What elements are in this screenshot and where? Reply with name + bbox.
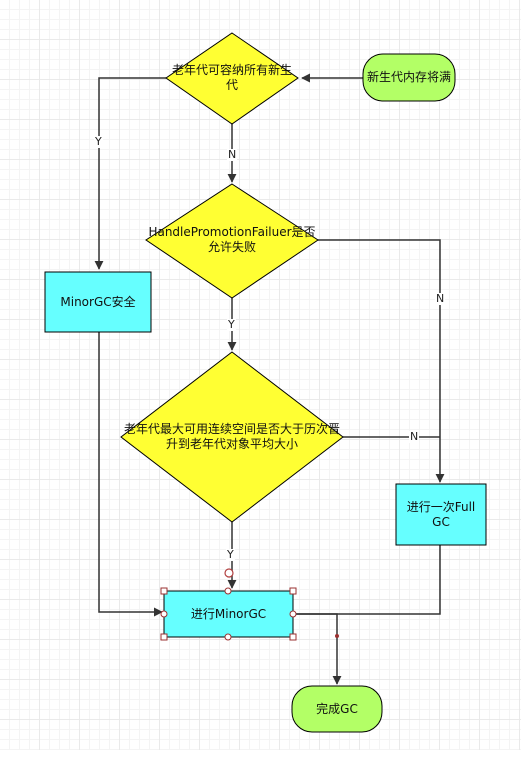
edge-minor-safe-to-do-minor <box>98 332 163 617</box>
done-label: 完成GC <box>316 701 358 716</box>
edge-label-d3-no: N <box>409 430 420 443</box>
start-terminal[interactable] <box>362 53 456 102</box>
resize-handle-top-left[interactable] <box>160 587 168 595</box>
do-minor-label: 进行MinorGC <box>190 606 267 621</box>
minor-safe-label: MinorGC安全 <box>60 294 136 309</box>
decision-node-3[interactable] <box>120 351 344 523</box>
edge-do-minor-to-done <box>294 613 342 685</box>
edge-label-d1-no: N <box>227 148 238 161</box>
connection-point-top[interactable] <box>224 587 232 595</box>
resize-handle-top-right[interactable] <box>289 587 297 595</box>
page-edge <box>0 750 521 757</box>
full-gc-box[interactable] <box>395 483 487 546</box>
decision2-label: HandlePromotionFailuer是否允许失败 <box>148 225 316 254</box>
minor-gc-safe-box[interactable] <box>44 271 152 333</box>
edge-decision1-yes <box>94 77 166 270</box>
selection-handles[interactable] <box>160 568 339 641</box>
decision-node-1[interactable] <box>165 32 299 125</box>
decision3-label: 老年代最大可用连续空间是否大于历次晋升到老年代对象平均大小 <box>123 422 340 451</box>
connection-point-right[interactable] <box>289 610 297 618</box>
decision1-label: 老年代可容纳所有新生代 <box>171 63 292 92</box>
edge-full-gc-to-do-minor <box>294 545 441 615</box>
edge-label-d3-yes: Y <box>226 548 235 561</box>
edge-label-d2-no: N <box>435 292 446 305</box>
full-gc-label: 进行一次Full GC <box>406 499 476 529</box>
resize-handle-bottom-right[interactable] <box>289 633 297 641</box>
connection-point-bottom[interactable] <box>224 633 232 641</box>
edge-label-d2-yes: Y <box>227 318 236 331</box>
decision-node-2[interactable] <box>145 183 319 299</box>
edge-decision2-no <box>318 239 445 483</box>
waypoint-marker[interactable] <box>335 634 339 638</box>
connection-point-left[interactable] <box>160 610 168 618</box>
done-terminal[interactable] <box>291 685 383 733</box>
edge-label-d1-yes: Y <box>94 135 103 148</box>
start-label: 新生代内存将满 <box>366 70 451 84</box>
incoming-edge-endpoint[interactable] <box>224 568 234 578</box>
resize-handle-bottom-left[interactable] <box>160 633 168 641</box>
